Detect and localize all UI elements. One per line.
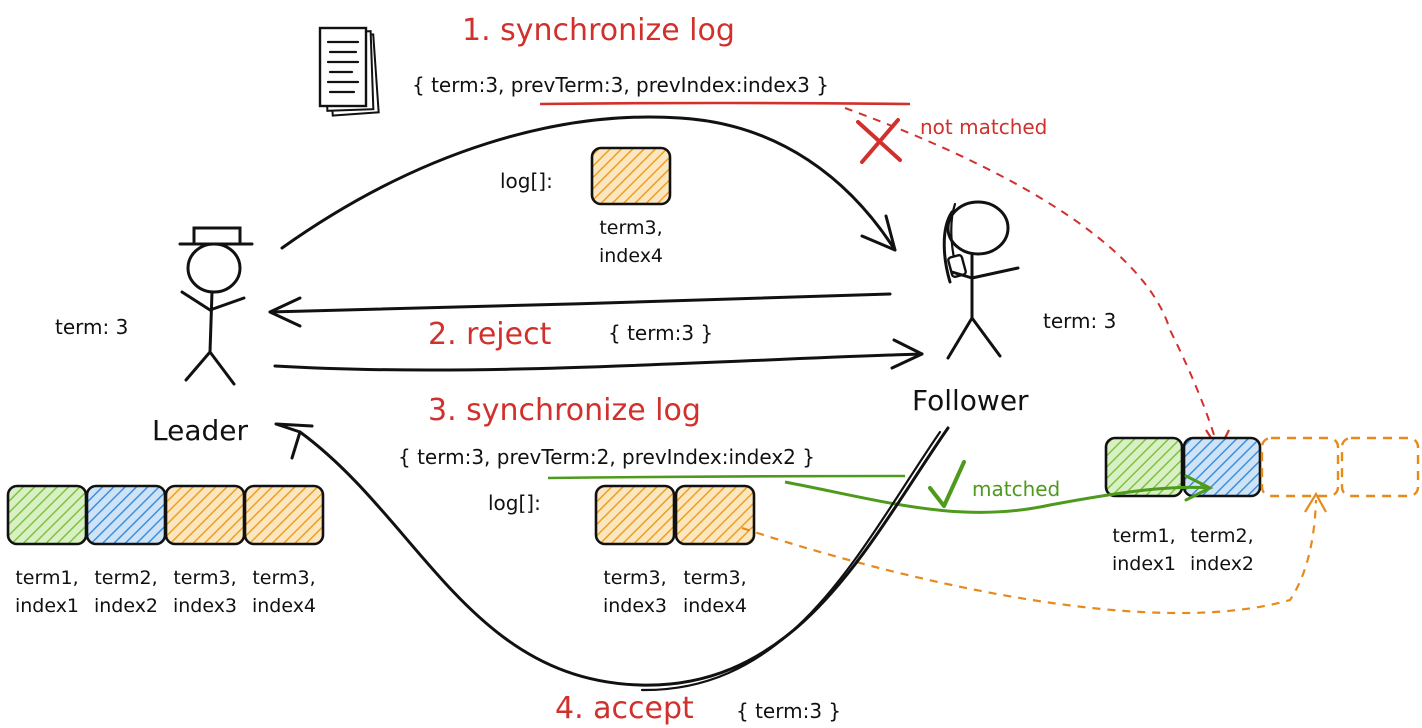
step4-arrowhead [274, 422, 314, 460]
log-entry-cell [590, 146, 672, 206]
log-entry-index: index3 [603, 595, 667, 617]
step1-underline [539, 101, 911, 106]
log-entry-cell [164, 484, 246, 546]
log-entry-term: term3, [252, 567, 315, 589]
step4-arrow-sketch [640, 430, 942, 692]
log-entry-term: term3, [173, 567, 236, 589]
message1-log-entries: term3, index4 [590, 146, 672, 267]
log-entry-term: term2, [94, 567, 157, 589]
log-entry-cell [594, 484, 676, 546]
step4-arrow [298, 426, 950, 687]
step3-arrowhead [890, 338, 924, 370]
leader-term-label: term: 3 [55, 315, 128, 339]
step1-message: { term:3, prevTerm:3, prevIndex:index3 } [412, 73, 829, 97]
matched-label: matched [972, 477, 1060, 501]
matched-arrow [784, 480, 1211, 514]
step4-label: 4. accept [555, 691, 694, 726]
empty-log-slot [1260, 436, 1340, 498]
not-matched-arrow [844, 107, 1219, 449]
log-entry-term: term1, [15, 567, 78, 589]
leader-name: Leader [152, 414, 248, 447]
log-entry-cell [243, 484, 325, 546]
step1-arrowhead [860, 214, 897, 252]
message3-log-entries: term3, index3 term3, index4 [594, 484, 756, 617]
log-entry-index: index3 [173, 595, 237, 617]
append-entries-arrowhead [1304, 491, 1327, 513]
message1-log-label: log[]: [500, 169, 553, 193]
step2-arrow [268, 292, 892, 314]
log-entry-term: term3, [603, 567, 666, 589]
step3-message: { term:3, prevTerm:2, prevIndex:index2 } [398, 445, 815, 469]
follower-log: term1, index1 term2, index2 [1104, 436, 1420, 575]
check-icon [928, 460, 966, 508]
step1-arrow [280, 115, 897, 252]
leader-log: term1, index1 term2, index2 term3, index3 term… [6, 484, 325, 617]
empty-log-slot [1340, 436, 1420, 498]
follower-name: Follower [912, 384, 1029, 417]
message3-log-label: log[]: [488, 491, 541, 515]
step3-label: 3. synchronize log [428, 393, 701, 428]
log-entry-index: index1 [15, 595, 79, 617]
leader-stick-figure [178, 226, 254, 386]
log-entry-cell [674, 484, 756, 546]
follower-term-label: term: 3 [1043, 309, 1116, 333]
log-entry-index: index1 [1112, 553, 1176, 575]
log-entry-index: index2 [94, 595, 158, 617]
not-matched-label: not matched [920, 115, 1047, 139]
log-entry-term: term2, [1190, 525, 1253, 547]
log-entry-index: index4 [599, 245, 663, 267]
log-entry-index: index4 [252, 595, 316, 617]
follower-stick-figure [942, 200, 1020, 360]
document-stack-icon [318, 26, 380, 117]
step2-message: { term:3 } [608, 321, 713, 345]
step3-arrow [273, 352, 924, 372]
log-entry-index: index4 [683, 595, 747, 617]
cross-icon [856, 118, 902, 164]
step4-message: { term:3 } [736, 699, 841, 723]
log-entry-cell [1182, 436, 1262, 498]
step2-arrowhead [268, 296, 302, 328]
step3-underline [547, 474, 906, 480]
matched-arrowhead [1184, 474, 1214, 502]
log-entry-term: term3, [599, 217, 662, 239]
append-entries-arrow [741, 499, 1318, 615]
log-entry-index: index2 [1190, 553, 1254, 575]
step2-label: 2. reject [428, 317, 552, 352]
log-entry-cell [85, 484, 167, 546]
log-entry-cell [6, 484, 88, 546]
log-entry-cell [1104, 436, 1184, 498]
log-entry-term: term1, [1112, 525, 1175, 547]
log-entry-term: term3, [683, 567, 746, 589]
step1-label: 1. synchronize log [462, 13, 735, 48]
